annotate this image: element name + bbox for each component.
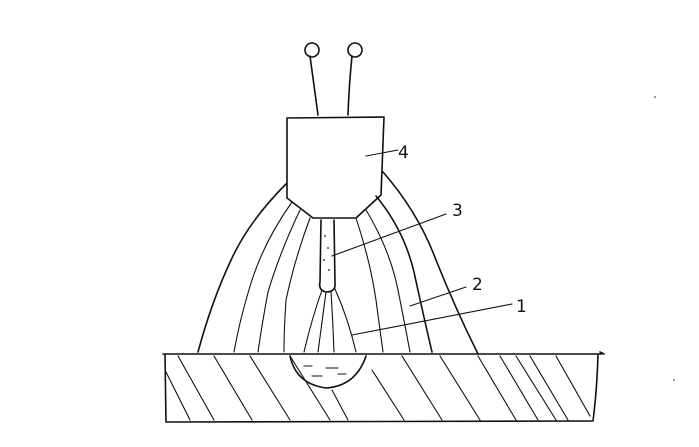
label-torch: 4 xyxy=(398,143,409,163)
weld-pool xyxy=(289,355,367,389)
workpiece xyxy=(162,351,605,423)
label-arc: 1 xyxy=(516,297,527,317)
leader-lines xyxy=(331,149,513,336)
speck xyxy=(654,96,656,98)
leader-shield-gas xyxy=(409,286,467,307)
workpiece-hatching xyxy=(165,355,591,421)
leader-electrode xyxy=(331,213,447,257)
leader-torch xyxy=(365,149,399,157)
left-wire xyxy=(309,55,319,116)
left-wire-loop xyxy=(304,42,320,58)
shield-gas-flow xyxy=(197,171,479,355)
label-electrode: 3 xyxy=(452,201,463,221)
right-wire-loop xyxy=(347,42,363,58)
right-wire xyxy=(347,55,353,116)
speck xyxy=(673,379,675,381)
wire-connectors xyxy=(304,42,363,116)
arc-cone xyxy=(303,288,357,353)
label-shield-gas: 2 xyxy=(472,275,483,295)
leader-arc xyxy=(351,303,513,336)
torch-body xyxy=(286,116,385,219)
